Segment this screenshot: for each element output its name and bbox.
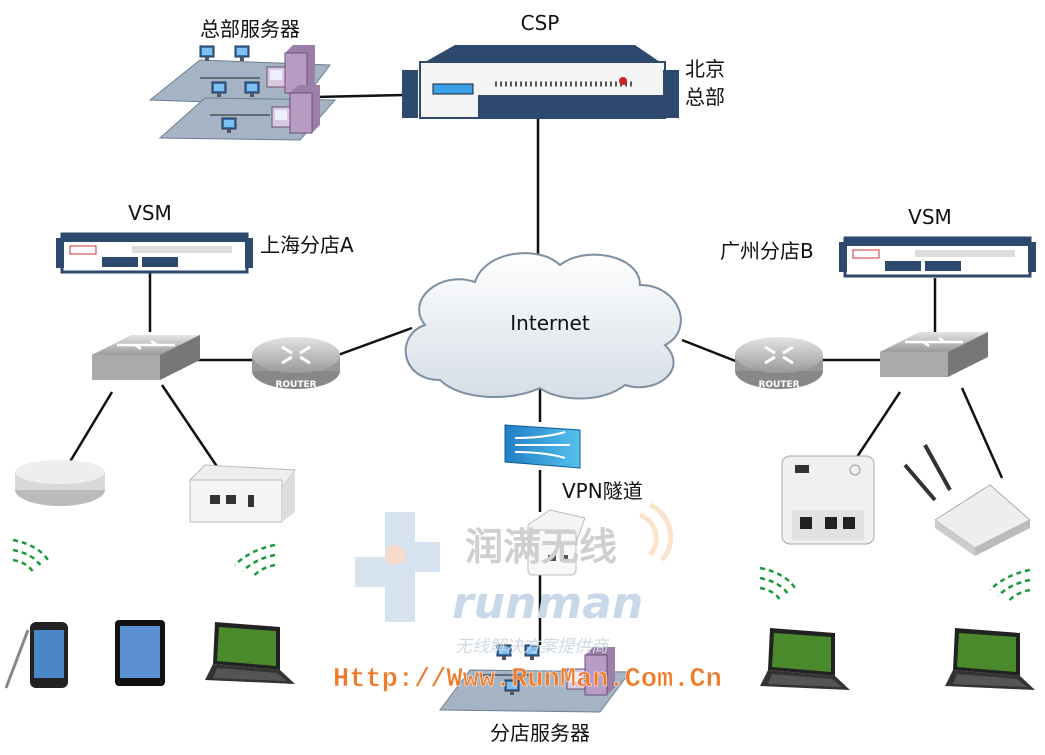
beijing-label-line2: 总部 — [685, 85, 725, 109]
switch-right-icon — [878, 330, 990, 379]
vpn-label: VPN隧道 — [562, 479, 643, 503]
internet-cloud — [404, 252, 682, 400]
link-switch-boxap-left — [160, 384, 220, 469]
laptop-icon — [945, 628, 1035, 690]
tablet-icon — [115, 620, 165, 686]
hq-server-label: 总部服务器 — [200, 17, 300, 41]
wifi-signal-icon — [12, 538, 50, 573]
smartphone-icon — [4, 622, 68, 689]
link-router-internet-left — [337, 326, 413, 357]
link-hq-csp — [314, 93, 406, 99]
link-switch-antennaap — [960, 387, 1004, 479]
runman-watermark: 润满无线 runman 无线解决方案提供商 — [355, 502, 674, 657]
branch-server-label: 分店服务器 — [490, 721, 590, 745]
watermark-tagline: 无线解决方案提供商 — [455, 637, 611, 657]
vsm-right-appliance — [837, 236, 1038, 278]
watermark-url: Http://Www.RunMan.Com.Cn — [333, 665, 722, 695]
watermark-brand-cn: 润满无线 — [465, 525, 617, 569]
csp-appliance — [402, 45, 679, 119]
box-ap-left-icon — [188, 464, 296, 523]
link-internet-router-right — [681, 338, 739, 364]
box-ap-right-icon — [781, 455, 875, 545]
laptop-icon — [760, 628, 850, 690]
internet-label: Internet — [510, 311, 590, 335]
shanghai-branch-label: 上海分店A — [260, 233, 354, 257]
guangzhou-branch-label: 广州分店B — [720, 239, 814, 263]
watermark-brand-en: runman — [452, 578, 643, 629]
link-switch-ceilingap — [66, 391, 114, 466]
vsm-left-label: VSM — [128, 201, 172, 225]
antenna-ap-icon — [903, 444, 1031, 556]
vsm-right-label: VSM — [908, 205, 952, 229]
beijing-label-line1: 北京 — [685, 57, 725, 81]
hq-server-cluster — [148, 44, 337, 141]
links — [66, 93, 1004, 645]
wifi-signal-icon — [234, 543, 276, 578]
branch-server-cluster — [439, 644, 631, 713]
link-switch-boxap-right — [853, 391, 902, 461]
ceiling-ap-icon — [15, 460, 105, 506]
wifi-signal-icon — [989, 568, 1031, 603]
vpn-tunnel-icon — [504, 424, 581, 469]
router-right-label: ROUTER — [758, 380, 799, 390]
switch-left-icon — [90, 333, 202, 382]
wifi-signal-icon — [759, 566, 797, 601]
vsm-left-appliance — [54, 232, 255, 274]
mini-ap-icon — [527, 509, 586, 576]
laptop-icon — [205, 622, 295, 684]
router-left-label: ROUTER — [275, 380, 316, 390]
csp-label: CSP — [521, 11, 560, 35]
